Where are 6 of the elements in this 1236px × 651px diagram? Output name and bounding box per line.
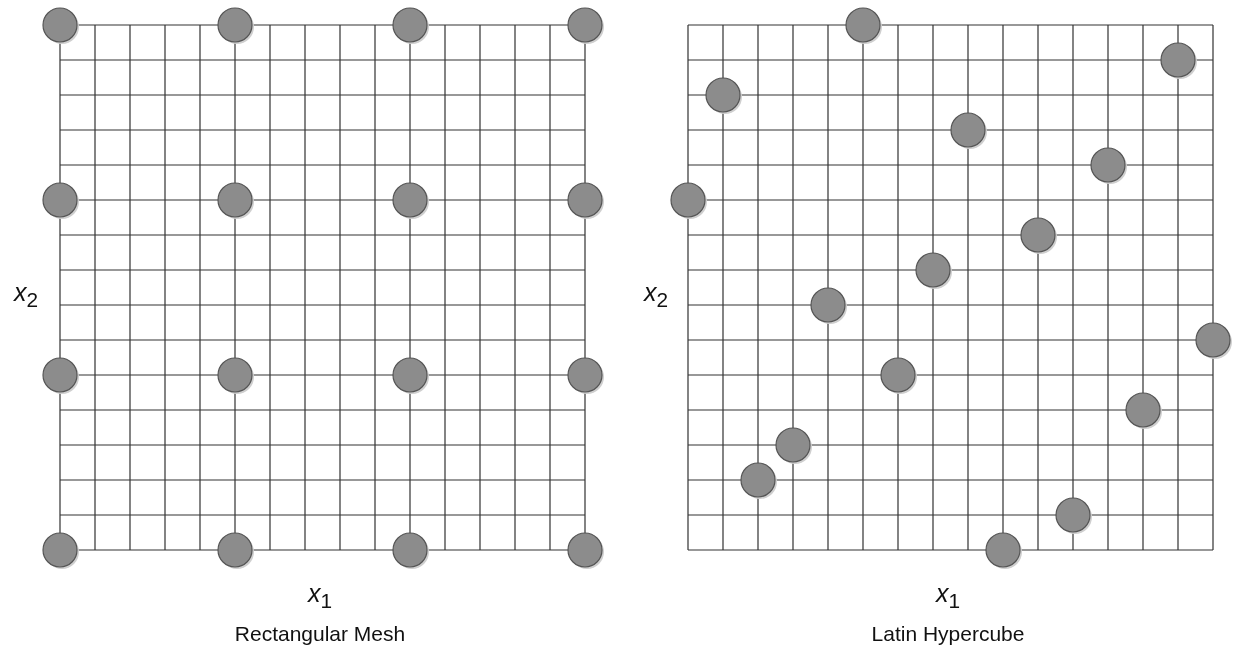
axis-label: x$_{2}$ bbox=[643, 278, 669, 312]
axis-label: x$_{1}$ bbox=[935, 579, 961, 613]
caption-text: Latin Hypercube bbox=[871, 622, 1025, 646]
caption-text: Rectangular Mesh bbox=[234, 622, 406, 646]
axis-label: x$_{1}$ bbox=[307, 579, 333, 613]
axis-label: x$_{2}$ bbox=[13, 278, 39, 312]
